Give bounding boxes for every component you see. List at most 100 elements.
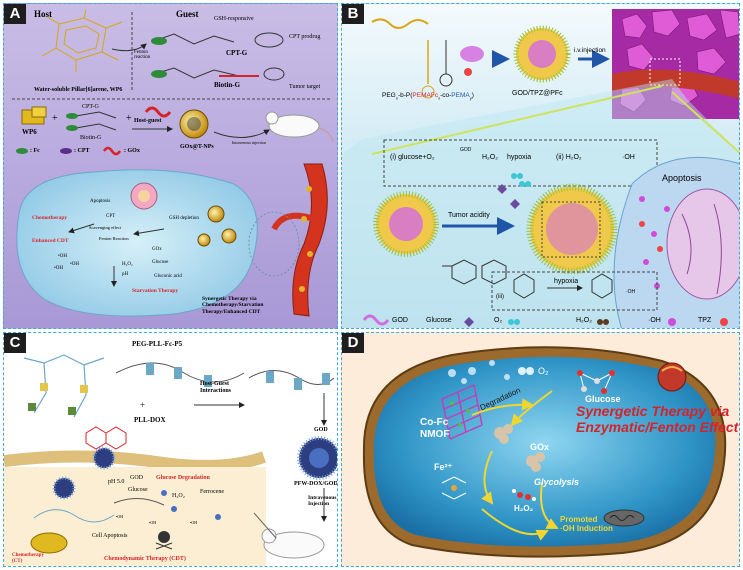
o2-legend-icon	[508, 319, 514, 325]
biotin-g-label: Biotin-G	[214, 81, 241, 89]
gox-label-d: GOx	[530, 442, 550, 452]
fenton-reaction-label: Fenton reaction	[134, 50, 151, 60]
cpt-legend-icon	[60, 148, 72, 154]
promoted-oh-label: Promoted ·OH Induction	[560, 515, 613, 534]
host-guest-label: Host-guest	[134, 118, 162, 124]
glucose-label: Glucose	[152, 260, 169, 265]
panel-d-label: D	[342, 333, 364, 353]
glucose-degradation-label: Glucose Degradation	[156, 475, 210, 481]
plus-c: +	[140, 400, 146, 410]
gox-clusters	[494, 424, 545, 472]
polymer-peg: PEG	[382, 92, 396, 99]
hypoxia-label: hypoxia	[507, 154, 532, 161]
plus-2: +	[126, 113, 132, 124]
ph-label-c: pH 5.0	[108, 479, 125, 485]
tumor-target-label: Tumor target	[289, 84, 321, 90]
tumor-cell	[16, 169, 258, 317]
apoptosis-label-b: Apoptosis	[662, 173, 702, 183]
nmof-label: Co-Fc NMOF	[420, 417, 450, 440]
pillar-arene-molecule	[41, 9, 123, 72]
plus-1: +	[52, 113, 58, 124]
tpz-legend-icon	[720, 318, 728, 326]
god-legend-icon	[362, 314, 390, 326]
syringe-icon	[253, 512, 277, 539]
scavenging-label: Scavenging effect	[89, 225, 122, 230]
mouse-icon-c	[263, 531, 325, 559]
god-label-c: GOD	[314, 427, 328, 433]
chemotherapy-label: Chemotherapy	[32, 215, 68, 221]
o2-label: O₂	[538, 366, 549, 376]
panel-d-graphics	[362, 346, 727, 558]
panel-c: C	[3, 332, 338, 567]
chemo-nucleus	[30, 532, 68, 554]
bubbles	[448, 360, 510, 384]
equation-2: (ii) H₂O₂	[556, 154, 582, 161]
cpt-g-2-label: CPT-G	[82, 104, 99, 110]
cell-membrane	[4, 450, 266, 472]
gsh-depletion-label: GSH depletion	[169, 216, 199, 221]
oh-2: •OH	[70, 262, 79, 267]
h2o2-label-c: H₂O₂	[172, 493, 185, 499]
equation-1-enzyme: GOD	[460, 147, 472, 153]
pfw-dox-god-label: PFW-DOX/GOD	[294, 481, 338, 487]
panel-a: A	[3, 3, 338, 329]
intravenous-injection-label: Intravenous Injection	[308, 495, 337, 508]
cdt-label: Chemodynamic Therapy (CDT)	[104, 556, 186, 562]
chemotherapy-ct-label: Chemotherapy (CT)	[12, 553, 44, 564]
skull-icon	[158, 531, 170, 543]
legend-god: GOD	[392, 317, 408, 324]
god-cluster	[460, 46, 484, 62]
cpt-g-chain	[153, 33, 235, 45]
equation-3: (iii)	[496, 294, 504, 300]
gox-legend-icon	[102, 146, 122, 156]
panel-c-label: C	[4, 333, 26, 353]
cpt-prodrug-label: CPT prodrug	[289, 34, 321, 40]
polymer-formula: PEGn-b-P(PEMAFcx-co-PEMAy)	[382, 92, 474, 101]
cpt-molecule	[254, 32, 284, 48]
pll-dox-label: PLL-DOX	[134, 416, 166, 424]
iv-injection-label-b: i.v.injection	[574, 47, 606, 54]
oh-1: •OH	[58, 254, 67, 259]
h2o2-legend-icon	[597, 319, 603, 325]
wp6-label: WP6	[22, 128, 37, 136]
particle-name-label: GOD/TPZ@PFc	[512, 90, 563, 97]
glycolysis-label: Glycolysis	[534, 477, 580, 487]
oh-c-2: •OH	[149, 520, 157, 525]
polymer-co: -co-	[440, 92, 452, 99]
gox-np-label: GOx@T-NPs	[180, 144, 214, 150]
legend-gox: : GOx	[124, 148, 140, 154]
legend-tpz: TPZ	[698, 317, 712, 324]
polymer-sub-n: n	[395, 95, 398, 101]
god-label-c2: GOD	[130, 475, 143, 481]
ferrocene-label: Ferrocene	[200, 489, 224, 495]
panel-d: D	[341, 332, 740, 567]
apoptosis-label: Apoptosis	[90, 199, 111, 204]
fc-icon-1	[151, 37, 167, 45]
oh-c-3: •OH	[190, 520, 198, 525]
ph-label: pH	[122, 272, 129, 277]
polymer-pemafc: PEMAFc	[412, 92, 439, 99]
guest-title: Guest	[176, 9, 199, 19]
oh-3: •OH	[54, 266, 63, 271]
cpt-g-label: CPT-G	[226, 49, 248, 57]
panel-b-graphics	[342, 9, 739, 328]
biotin-molecule	[263, 67, 285, 81]
gsh-responsive-label: GSH-responsive	[214, 16, 254, 22]
hypoxia-2-label: hypoxia	[554, 278, 579, 285]
polymer-label-c: PEG-PLL-Fc-P5	[132, 340, 183, 348]
cell-nucleus	[666, 188, 739, 300]
starvation-label: Starvation Therapy	[132, 288, 179, 294]
biotin-g-chain	[153, 67, 240, 79]
panel-b-label: B	[342, 4, 364, 24]
fc-legend-icon	[16, 148, 28, 154]
enhanced-cdt-label: Enhanced CDT	[32, 238, 69, 244]
h2o2-label-d: H₂O₂	[514, 504, 534, 513]
gox-label: GOx	[152, 247, 162, 252]
legend-fc: : Fc	[30, 148, 40, 154]
legend-h2o2: H₂O₂	[576, 317, 592, 324]
ros-particles	[639, 196, 670, 289]
gox-icon	[144, 106, 172, 118]
legend-glucose: Glucose	[426, 317, 452, 324]
chemical-structures	[442, 259, 507, 285]
cell-apoptosis-label: Cell Apoptosis	[92, 533, 128, 539]
